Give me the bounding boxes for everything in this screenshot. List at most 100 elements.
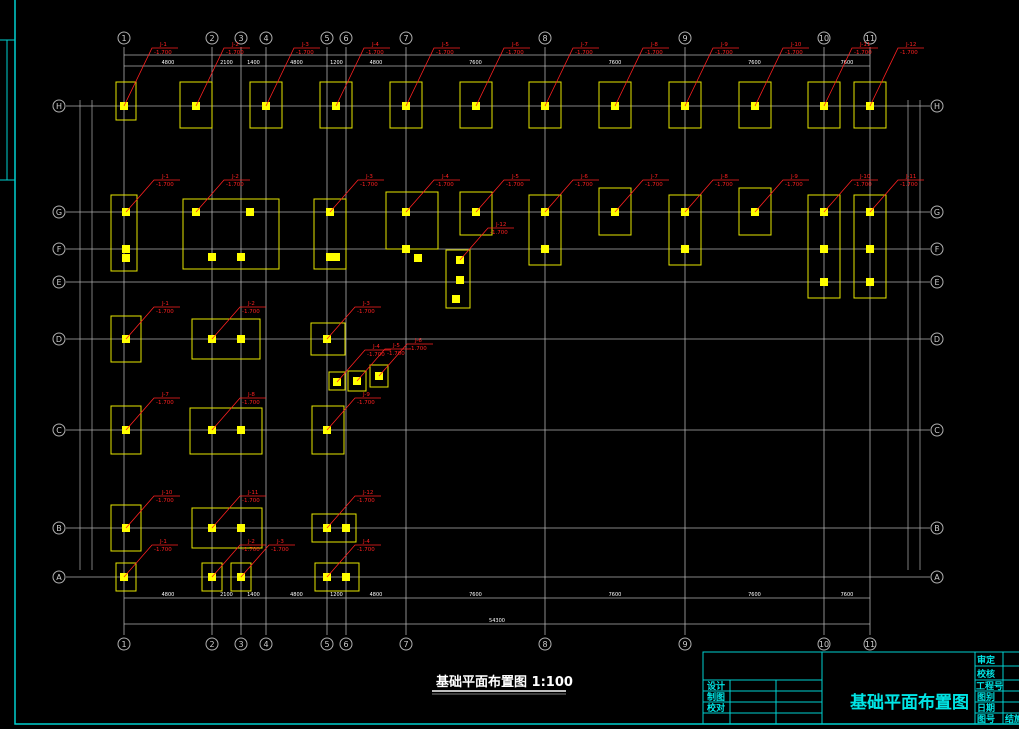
footing-label-elevation: -1.700 (575, 182, 593, 188)
footing-label-elevation: -1.700 (490, 230, 508, 236)
leader-line (475, 47, 530, 107)
footing-outline (110, 194, 138, 272)
axis-label-1: 1 (121, 34, 126, 43)
footing-label-name: J-12 (495, 222, 506, 228)
axis-label-5: 5 (324, 34, 329, 43)
leader-line (195, 179, 250, 213)
axis-bubble-7 (399, 637, 413, 651)
tb-right-1: 校核 (977, 668, 995, 680)
axis-label-9: 9 (682, 34, 687, 43)
footing-outline (191, 318, 261, 360)
footing-labels: J-1-1.700J-2-1.700J-3-1.700J-4-1.700J-5-… (123, 42, 924, 578)
footing-label-name: J-4 (441, 174, 449, 180)
dimension-text: 1200 (330, 60, 343, 66)
footing-label-name: J-8 (247, 392, 255, 398)
axis-bubble-C (52, 423, 66, 437)
axis-label-G: G (934, 208, 940, 217)
axis-bubble-9 (678, 637, 692, 651)
column-square (820, 278, 828, 286)
leader-line (405, 179, 460, 213)
footing-label-name: J-6 (580, 174, 588, 180)
footing-label-elevation: -1.700 (785, 182, 803, 188)
column-square (681, 245, 689, 253)
column-square (866, 278, 874, 286)
axis-label-C: C (56, 426, 62, 435)
leader-line (329, 179, 384, 213)
column-square (452, 295, 460, 303)
footing-label-name: J-3 (276, 539, 284, 545)
footing-label-name: J-5 (392, 343, 400, 349)
axis-label-4: 4 (263, 34, 268, 43)
axis-label-8: 8 (542, 640, 547, 649)
axis-bubble-10 (817, 31, 831, 45)
footing-label-elevation: -1.700 (154, 547, 172, 553)
footing-label-name: J-10 (790, 42, 802, 48)
footing-label-elevation: -1.700 (271, 547, 289, 553)
leader-line (823, 179, 878, 213)
footing-label-elevation: -1.700 (156, 400, 174, 406)
footing-label-name: J-3 (301, 42, 309, 48)
column-square (820, 245, 828, 253)
axis-label-B: B (934, 524, 940, 533)
axis-bubble-6 (339, 637, 353, 651)
leader-line (544, 47, 599, 107)
footing-outline (738, 187, 772, 236)
footing-label-elevation: -1.700 (785, 50, 803, 56)
axis-label-9: 9 (682, 640, 687, 649)
footing-outline (179, 81, 213, 129)
axis-bubble-F (930, 242, 944, 256)
footing-label-elevation: -1.700 (357, 400, 375, 406)
leader-line (125, 306, 180, 340)
axis-bubble-11 (863, 637, 877, 651)
tb-right-5: 图号 (977, 714, 995, 725)
footing-label-name: J-11 (247, 490, 258, 496)
footing-label-elevation: -1.700 (226, 50, 244, 56)
tb-left-1: 制图 (707, 691, 725, 703)
footing-label-elevation: -1.700 (854, 182, 872, 188)
footing-label-elevation: -1.700 (357, 309, 375, 315)
leader-line (125, 397, 180, 431)
axis-bubble-9 (678, 31, 692, 45)
leader-line (326, 495, 381, 529)
footing-label-name: J-1 (159, 539, 167, 545)
leader-line (125, 179, 180, 213)
footing-label-elevation: -1.700 (854, 50, 872, 56)
footing-label-elevation: -1.700 (409, 346, 427, 352)
axis-label-11: 11 (865, 34, 875, 43)
axis-label-F: F (57, 245, 62, 254)
footing-outline (528, 81, 562, 129)
column-square (332, 253, 340, 261)
leader-line (326, 397, 381, 431)
column-square (237, 253, 245, 261)
column-square (541, 245, 549, 253)
tb-left-2: 校对 (707, 702, 725, 714)
axis-bubble-D (52, 332, 66, 346)
tb-right-3: 图别 (977, 691, 995, 703)
axis-bubble-F (52, 242, 66, 256)
leader-line (125, 495, 180, 529)
footing-label-elevation: -1.700 (357, 547, 375, 553)
column-square (342, 573, 350, 581)
leader-line (336, 349, 391, 383)
dimension-text: 4800 (162, 592, 175, 598)
footing-label-elevation: -1.700 (242, 498, 260, 504)
axis-label-3: 3 (238, 34, 243, 43)
footing-outline (445, 249, 471, 309)
footing-outline (230, 562, 252, 592)
column-square (456, 276, 464, 284)
footing-label-elevation: -1.700 (242, 309, 260, 315)
leader-line (754, 47, 809, 107)
leader-line (614, 179, 669, 213)
footing-label-elevation: -1.700 (242, 547, 260, 553)
footing-label-elevation: -1.700 (357, 498, 375, 504)
axis-bubble-8 (538, 637, 552, 651)
leader-line (459, 227, 514, 261)
leader-line (614, 47, 669, 107)
footing-outline (182, 198, 280, 270)
dimension-text: 7600 (748, 60, 761, 66)
footing-label-name: J-5 (441, 42, 449, 48)
leader-line (265, 47, 320, 107)
leader-line (684, 179, 739, 213)
footing-label-name: J-2 (231, 42, 239, 48)
